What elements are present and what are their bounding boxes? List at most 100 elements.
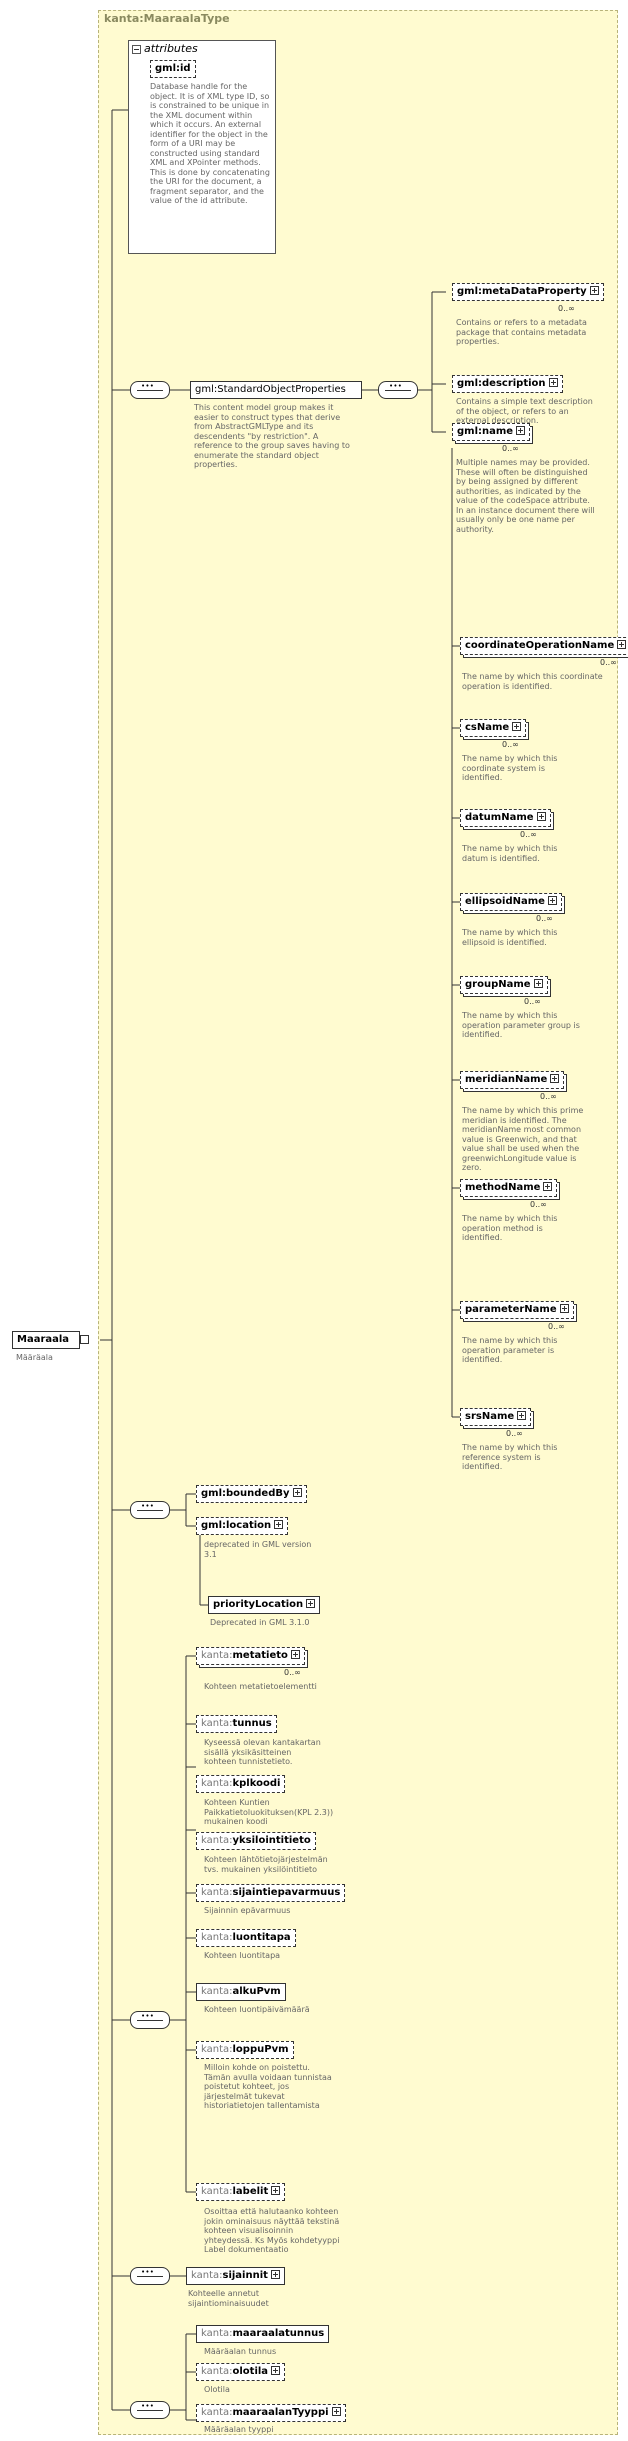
element-desc: Kohteen metatietoelementti: [204, 1682, 317, 1691]
expand-icon[interactable]: [306, 1599, 316, 1608]
datum-name[interactable]: datumName: [460, 809, 551, 827]
ellipsoid-name[interactable]: ellipsoidName: [460, 893, 562, 911]
kanta-labelit[interactable]: kanta:labelit: [196, 2183, 286, 2201]
kanta-maaraalantyyppi[interactable]: kanta:maaraalanTyyppi: [196, 2404, 346, 2422]
expand-icon[interactable]: [559, 1304, 569, 1313]
gml-metadataproperty[interactable]: gml:metaDataProperty: [452, 283, 604, 301]
kanta-kplkoodi[interactable]: kanta:kplkoodi: [196, 1775, 286, 1793]
priority-location-label: priorityLocation: [213, 1599, 304, 1610]
expand-icon[interactable]: [536, 812, 546, 821]
expand-icon[interactable]: [290, 1650, 300, 1659]
expand-icon[interactable]: [543, 1182, 553, 1191]
expand-icon[interactable]: [292, 1488, 302, 1497]
metadataproperty-label: gml:metaDataProperty: [457, 286, 587, 297]
attributes-title: attributes: [144, 42, 198, 55]
root-element[interactable]: Maaraala: [12, 1331, 80, 1349]
meridian-name[interactable]: meridianName: [460, 1071, 565, 1089]
expand-icon[interactable]: [589, 286, 599, 295]
method-name[interactable]: methodName: [460, 1179, 558, 1197]
element-desc: Milloin kohde on poistettu. Tämän avulla…: [204, 2063, 332, 2110]
sequence-icon[interactable]: [130, 381, 170, 399]
name-desc: Multiple names may be provided. These wi…: [456, 458, 595, 534]
group-name[interactable]: groupName: [460, 976, 548, 994]
element-name: labelit: [232, 2186, 269, 2197]
kanta-maaraalatunnus[interactable]: kanta:maaraalatunnus: [196, 2325, 330, 2343]
ns-prefix: kanta:: [201, 2186, 233, 2197]
sequence-icon[interactable]: [378, 381, 418, 399]
element-name: olotila: [232, 2366, 269, 2377]
kanta-luontitapa[interactable]: kanta:luontitapa: [196, 1929, 296, 1947]
subst-desc: The name by which this reference system …: [462, 1443, 558, 1471]
gml-description[interactable]: gml:description: [452, 375, 563, 393]
expand-icon[interactable]: [274, 1520, 284, 1529]
gml-name[interactable]: gml:name: [452, 423, 531, 441]
subst-label: parameterName: [465, 1304, 557, 1315]
priority-location[interactable]: priorityLocation: [208, 1596, 321, 1614]
element-desc: Kohteen luontipäivämäärä: [204, 2005, 310, 2014]
ns-prefix: kanta:: [201, 1718, 233, 1729]
expand-icon[interactable]: [80, 1335, 89, 1344]
cardinality: 0..∞: [284, 1668, 301, 1677]
element-name: tunnus: [232, 1718, 272, 1729]
expand-icon[interactable]: [270, 2270, 280, 2279]
collapse-icon[interactable]: [132, 45, 141, 54]
kanta-sijainnit[interactable]: kanta:sijainnit: [186, 2267, 285, 2285]
kanta-alkupvm[interactable]: kanta:alkuPvm: [196, 1983, 286, 2001]
boundedby-label: gml:boundedBy: [201, 1488, 290, 1499]
ns-prefix: kanta:: [201, 1650, 233, 1661]
kanta-metatieto[interactable]: kanta:metatieto: [196, 1647, 305, 1665]
subst-desc: The name by which this coordinate operat…: [462, 672, 603, 691]
kanta-sijaintiepavarmuus[interactable]: kanta:sijaintiepavarmuus: [196, 1884, 346, 1902]
element-desc: Kohteen Kuntien Paikkatietoluokituksen(K…: [204, 1798, 334, 1826]
element-desc: Olotila: [204, 2385, 230, 2394]
expand-icon[interactable]: [617, 640, 627, 649]
cardinality: 0..∞: [502, 444, 519, 453]
attr-gml-id[interactable]: gml:id: [150, 60, 196, 78]
cardinality: 0..∞: [502, 740, 519, 749]
expand-icon[interactable]: [517, 1411, 527, 1420]
cs-name[interactable]: csName: [460, 719, 527, 737]
srs-name[interactable]: srsName: [460, 1408, 532, 1426]
subst-desc: The name by which this prime meridian is…: [462, 1106, 584, 1172]
type-title: kanta:MaaraalaType: [104, 12, 230, 25]
gml-boundedby[interactable]: gml:boundedBy: [196, 1485, 307, 1503]
element-name: luontitapa: [232, 1932, 291, 1943]
location-desc: deprecated in GML version 3.1: [204, 1540, 312, 1559]
expand-icon[interactable]: [547, 896, 557, 905]
expand-icon[interactable]: [271, 2366, 281, 2375]
location-label: gml:location: [201, 1520, 272, 1531]
expand-icon[interactable]: [516, 426, 526, 435]
parameter-name[interactable]: parameterName: [460, 1301, 574, 1319]
description-desc: Contains a simple text description of th…: [456, 397, 593, 425]
subst-desc: The name by which this operation method …: [462, 1214, 558, 1242]
element-name: maaraalanTyyppi: [232, 2407, 329, 2418]
gml-location[interactable]: gml:location: [196, 1517, 289, 1535]
sequence-icon[interactable]: [130, 1501, 170, 1519]
sequence-icon[interactable]: [130, 2267, 170, 2285]
element-desc: Osoittaa että halutaanko kohteen jokin o…: [204, 2207, 340, 2254]
kanta-yksilointitieto[interactable]: kanta:yksilointitieto: [196, 1832, 316, 1850]
sequence-icon[interactable]: [130, 2011, 170, 2029]
kanta-loppupvm[interactable]: kanta:loppuPvm: [196, 2041, 294, 2059]
kanta-olotila[interactable]: kanta:olotila: [196, 2363, 286, 2381]
expand-icon[interactable]: [548, 378, 558, 387]
element-desc: Kohteen luontitapa: [204, 1951, 281, 1960]
attr-gml-id-label: gml:id: [155, 63, 191, 74]
subst-label: csName: [465, 722, 510, 733]
coordinate-operation-name[interactable]: coordinateOperationName: [460, 637, 628, 655]
element-desc: Määräalan tyyppi: [204, 2425, 274, 2434]
expand-icon[interactable]: [271, 2186, 281, 2195]
subst-label: srsName: [465, 1411, 515, 1422]
gml-standard-object-properties[interactable]: gml:StandardObjectProperties: [190, 381, 362, 399]
cardinality: 0..∞: [558, 304, 575, 313]
sequence-icon[interactable]: [130, 2401, 170, 2419]
root-desc: Määräala: [16, 1353, 53, 1362]
kanta-tunnus[interactable]: kanta:tunnus: [196, 1715, 277, 1733]
expand-icon[interactable]: [512, 722, 522, 731]
expand-icon[interactable]: [533, 979, 543, 988]
element-desc: Kohteen lähtötietojärjestelmän tvs. muka…: [204, 1855, 328, 1874]
expand-icon[interactable]: [331, 2407, 341, 2416]
ns-prefix: kanta:: [201, 2407, 233, 2418]
expand-icon[interactable]: [550, 1074, 560, 1083]
element-name: maaraalatunnus: [232, 2328, 325, 2339]
